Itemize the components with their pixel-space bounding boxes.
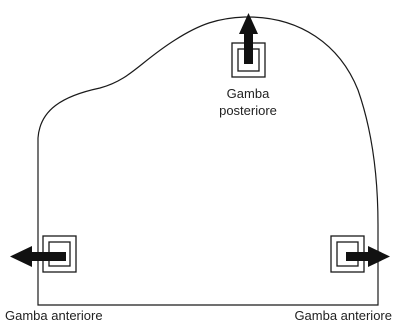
rear-leg-up-arrow-icon xyxy=(239,13,258,64)
rear-leg-label-line1: Gamba xyxy=(227,86,270,101)
piano-body-outline xyxy=(37,16,379,306)
rear-leg-label-line2: posteriore xyxy=(219,103,277,118)
front-right-leg-label: Gamba anteriore xyxy=(294,308,392,323)
front-right-arrow-icon xyxy=(346,246,390,267)
front-left-leg-label: Gamba anteriore xyxy=(5,308,103,323)
front-left-arrow-icon xyxy=(10,246,66,267)
